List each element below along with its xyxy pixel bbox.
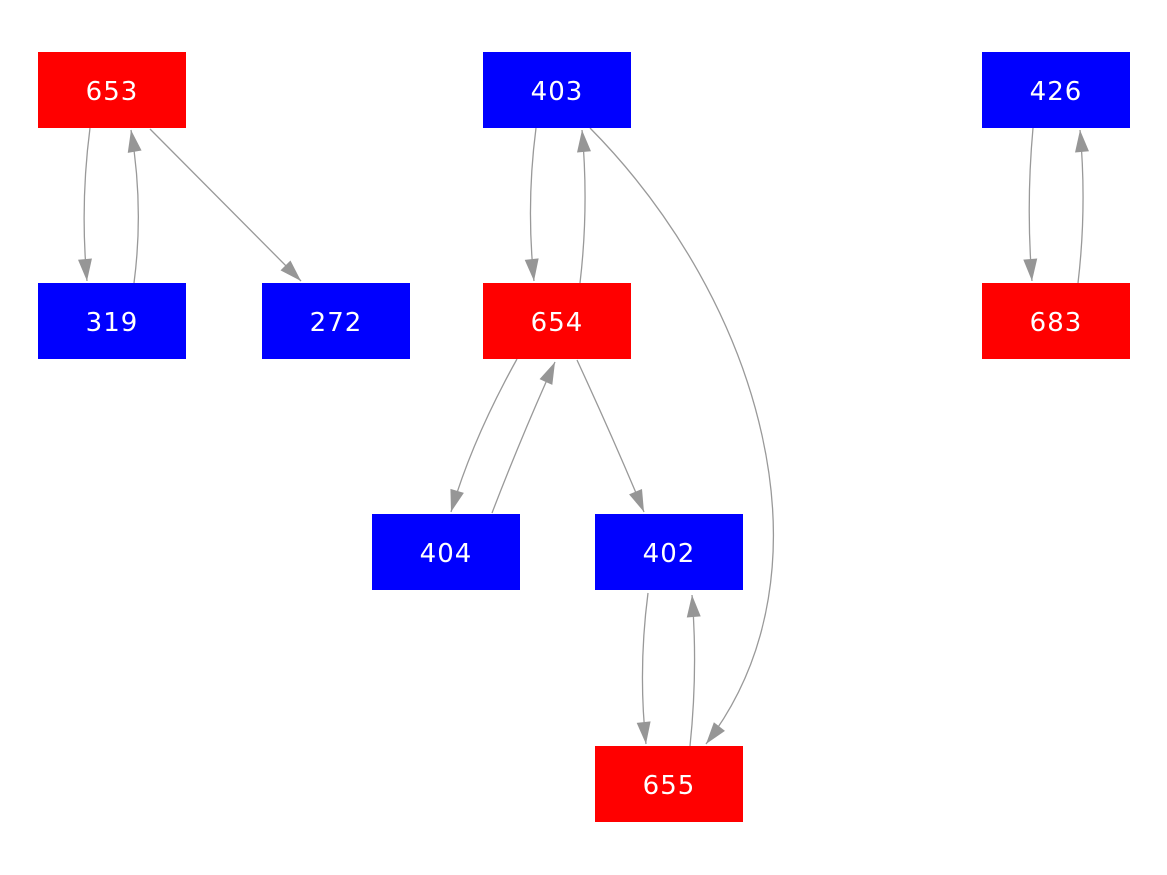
node-426-label: 426 bbox=[1029, 77, 1083, 107]
node-272-label: 272 bbox=[309, 308, 363, 338]
node-654-label: 654 bbox=[530, 308, 584, 338]
edge-402-to-655 bbox=[636, 592, 651, 745]
node-654: 654 bbox=[483, 283, 631, 359]
node-655: 655 bbox=[595, 746, 743, 822]
node-683: 683 bbox=[982, 283, 1130, 359]
node-653: 653 bbox=[38, 52, 186, 128]
edge-403-to-655 bbox=[589, 127, 774, 745]
node-319-label: 319 bbox=[85, 308, 139, 338]
node-404: 404 bbox=[372, 514, 520, 590]
edge-683-to-426 bbox=[1075, 129, 1089, 284]
node-402: 402 bbox=[595, 514, 743, 590]
edge-653-to-272 bbox=[149, 128, 302, 282]
edge-404-to-654 bbox=[491, 361, 556, 514]
node-653-label: 653 bbox=[85, 77, 139, 107]
edge-654-to-402 bbox=[576, 359, 645, 513]
edge-403-to-654 bbox=[524, 127, 539, 282]
node-683-label: 683 bbox=[1029, 308, 1083, 338]
node-319: 319 bbox=[38, 283, 186, 359]
edge-653-to-319 bbox=[78, 127, 92, 282]
edge-654-to-404 bbox=[450, 358, 518, 513]
node-402-label: 402 bbox=[642, 539, 696, 569]
node-426: 426 bbox=[982, 52, 1130, 128]
edge-group bbox=[78, 127, 1089, 747]
node-655-label: 655 bbox=[642, 771, 696, 801]
edge-319-to-653 bbox=[127, 129, 142, 284]
node-404-label: 404 bbox=[419, 539, 473, 569]
node-403-label: 403 bbox=[530, 77, 584, 107]
edge-654-to-403 bbox=[577, 129, 591, 284]
edge-655-to-402 bbox=[686, 594, 701, 747]
node-403: 403 bbox=[483, 52, 631, 128]
edge-426-to-683 bbox=[1023, 127, 1038, 282]
node-272: 272 bbox=[262, 283, 410, 359]
